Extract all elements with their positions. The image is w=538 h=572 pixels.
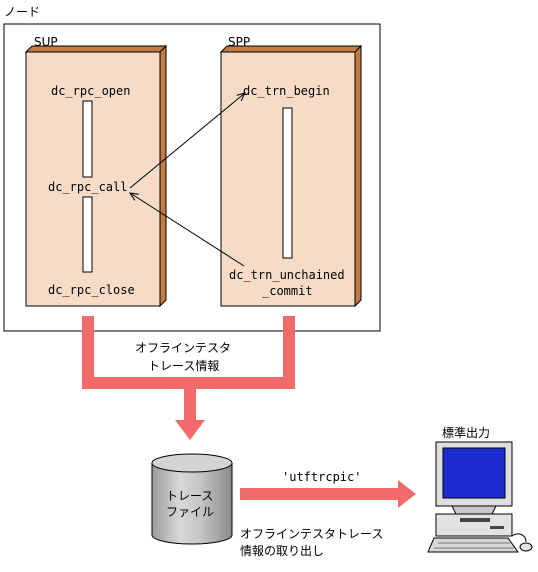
trace-file-label-line1: トレース bbox=[166, 489, 214, 503]
dc-rpc-call-label: dc_rpc_call bbox=[48, 180, 128, 194]
sup-activation-bar-upper bbox=[82, 100, 93, 178]
sup-activation-bar-lower bbox=[82, 196, 93, 273]
trace-info-label-line1: オフラインテスタ bbox=[135, 341, 232, 355]
trace-file-cylinder bbox=[151, 453, 233, 545]
command-label: 'utftrcpic' bbox=[282, 470, 362, 484]
extract-label-line1: オフラインテスタトレース bbox=[240, 527, 384, 541]
dc-trn-begin-label: dc_trn_begin bbox=[243, 84, 330, 98]
call-arrow-to-begin bbox=[129, 93, 245, 189]
dc-trn-unchained-label: dc_trn_unchained bbox=[229, 268, 345, 282]
commit-label: _commit bbox=[262, 284, 313, 298]
spp-activation-bar bbox=[282, 107, 293, 259]
return-arrow-from-commit bbox=[130, 193, 245, 267]
extract-label-line2: 情報の取り出し bbox=[240, 544, 325, 558]
computer-icon bbox=[427, 441, 533, 553]
trace-info-flow-arrow bbox=[82, 316, 295, 440]
standard-output-label: 標準出力 bbox=[442, 426, 491, 440]
dc-rpc-close-label: dc_rpc_close bbox=[48, 283, 135, 297]
sup-process-box bbox=[24, 44, 168, 308]
dc-rpc-open-label: dc_rpc_open bbox=[51, 84, 131, 98]
extract-flow-arrow bbox=[240, 480, 416, 508]
trace-info-label-line2: トレース情報 bbox=[148, 359, 220, 373]
spp-label: SPP bbox=[228, 35, 251, 49]
sup-label: SUP bbox=[34, 35, 58, 49]
node-label: ノード bbox=[4, 5, 41, 19]
trace-file-label-line2: ファイル bbox=[166, 505, 215, 519]
